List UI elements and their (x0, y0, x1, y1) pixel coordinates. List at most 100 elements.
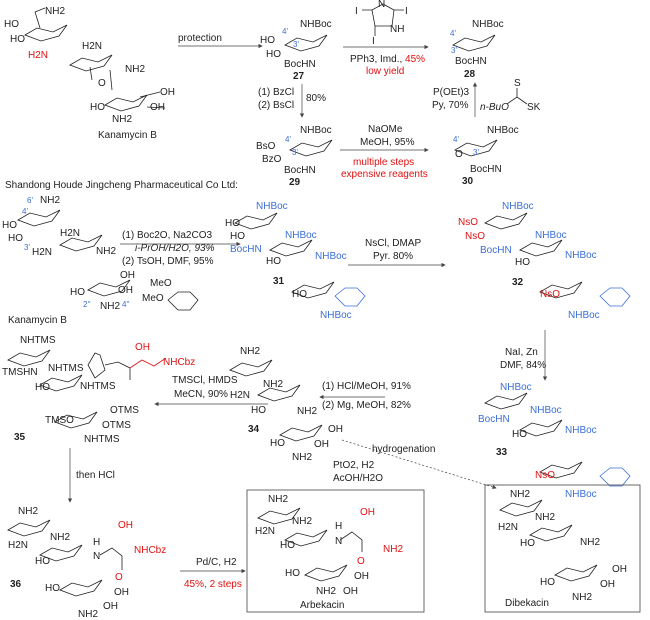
amine-label: NH2 (125, 64, 145, 75)
structure-label: NHBoc (565, 489, 597, 500)
structure-label: 3' (293, 40, 299, 49)
reaction-condition: AcOH/H2O (333, 473, 383, 484)
structure-label: NHBoc (320, 310, 352, 321)
hydroxyl-label: OH (160, 87, 175, 98)
compound-35: NHTMS TMSHN NHTMS HO NHTMS TMSO OTMS OTM… (2, 335, 195, 445)
structure-label: 3' (24, 243, 30, 252)
structure-label: BocHN (284, 165, 316, 176)
structure-label: HO (285, 568, 300, 579)
structure-label: NH2 (535, 512, 555, 523)
compound-name: Kanamycin B (98, 130, 157, 141)
structure-label: OH (120, 270, 135, 281)
reaction-note: low yield (366, 66, 404, 77)
structure-label: HO (225, 218, 240, 229)
structure-label: N (335, 536, 342, 547)
structure-label: H2N (255, 526, 275, 537)
structure-label: 31 (273, 276, 285, 287)
structure-label: SK (527, 102, 541, 113)
structure-label: 34 (248, 424, 260, 435)
reaction-condition: (1) Boc2O, Na2CO3 (122, 230, 212, 241)
compound-28: NHBoc BocHN 4' 3' 28 (450, 19, 504, 80)
structure-label: NHBoc (256, 201, 288, 212)
reaction-condition: PPh3, Imd., 45% (350, 54, 425, 65)
structure-label: OH (600, 579, 615, 590)
structure-label: H2N (498, 522, 518, 533)
structure-label: HO (540, 577, 555, 588)
reaction-condition: TMSCl, HMDS (172, 375, 238, 386)
reaction-condition: (1) HCl/MeOH, 91% (322, 381, 411, 392)
structure-label: 3' (473, 148, 479, 157)
structure-label: I (405, 6, 408, 17)
reaction-yield: 80% (306, 93, 326, 104)
structure-label: NH2 (40, 195, 60, 206)
structure-label: OH (343, 586, 358, 597)
structure-label: BocHN (455, 56, 487, 67)
reaction-condition: PtO2, H2 (333, 460, 375, 471)
structure-label: NH2 (297, 406, 317, 417)
structure-label: HO (230, 231, 245, 242)
structure-label: HO (266, 49, 281, 60)
structure-label: OH (314, 439, 329, 450)
structure-label: HO (8, 233, 23, 244)
structure-label: 4' (453, 135, 459, 144)
structure-label: NH2 (18, 506, 38, 517)
structure-label: OH (354, 571, 369, 582)
structure-label: NH2 (263, 379, 283, 390)
reaction-condition: MeOH, 95% (360, 137, 415, 148)
structure-label: NsO (458, 217, 478, 228)
structure-label: I (372, 36, 375, 47)
structure-label: TMSHN (2, 367, 38, 378)
structure-label: H2N (60, 228, 80, 239)
structure-label: HO (512, 429, 527, 440)
structure-label: NHTMS (84, 434, 120, 445)
structure-label: 4' (282, 27, 288, 36)
structure-label: NHTMS (80, 381, 116, 392)
dimethoxycyclohexane: MeO MeO (142, 278, 199, 311)
dibekacin-box: NH2 H2N NH2 HO NH2 HO OH OH NH2 Dibekaci… (484, 484, 641, 613)
structure-label: MeO (142, 293, 164, 304)
compound-29: NHBoc BsO BzO BocHN 4' 3' 29 (256, 125, 333, 188)
structure-label: OH (360, 507, 375, 518)
compound-32: NHBoc NsO NsO BocHN NHBoc HO NHBoc NsO N… (458, 201, 631, 321)
structure-label: NHBoc (285, 230, 317, 241)
structure-label: BocHN (230, 244, 262, 255)
structure-label: NHCbz (134, 545, 166, 556)
structure-label: 32 (512, 277, 524, 288)
structure-label: NHBoc (565, 425, 597, 436)
reaction-condition: then HCl (76, 470, 115, 481)
structure-label: HO (515, 257, 530, 268)
structure-label: NH2 (240, 346, 260, 357)
reaction-condition: (2) TsOH, DMF, 95% (122, 256, 214, 267)
reaction-condition: hydrogenation (372, 444, 435, 455)
structure-label: NsO (465, 231, 485, 242)
structure-label: HO (45, 583, 60, 594)
structure-label: O (115, 572, 123, 583)
structure-label: BocHN (470, 164, 502, 175)
structure-label: BzO (262, 154, 282, 165)
reaction-yield: 45%, 2 steps (184, 579, 242, 590)
compound-name: Kanamycin B (8, 315, 67, 326)
structure-label: 29 (289, 177, 301, 188)
hydroxyl-label: OH (150, 102, 165, 113)
structure-label: NsO (540, 289, 560, 300)
compound-name: Arbekacin (300, 600, 344, 611)
structure-label: BocHN (478, 414, 510, 425)
structure-label: NH2 (383, 544, 403, 555)
reaction-condition: Pyr. 80% (373, 251, 413, 262)
structure-label: H2N (32, 247, 52, 258)
kanamycin-b-structure-top: NH2 HO HO H2N H2N NH2 O OH OH NH2 HO Kan… (4, 6, 175, 141)
compound-34: NH2 H2N NH2 HO NH2 HO OH OH NH2 34 (229, 346, 343, 463)
structure-label: I (355, 6, 358, 17)
structure-label: HO (35, 382, 50, 393)
structure-label: OH (103, 601, 118, 612)
structure-label: BocHN (284, 59, 316, 70)
oxygen-label: O (98, 78, 106, 89)
structure-label: H (93, 537, 100, 548)
reaction-condition: protection (178, 33, 222, 44)
structure-label: 33 (496, 447, 508, 458)
structure-label: NH2 (96, 246, 116, 257)
structure-label: NHBoc (502, 201, 534, 212)
structure-label: NHBoc (472, 19, 504, 30)
reaction-condition: DMF, 84% (500, 360, 546, 371)
